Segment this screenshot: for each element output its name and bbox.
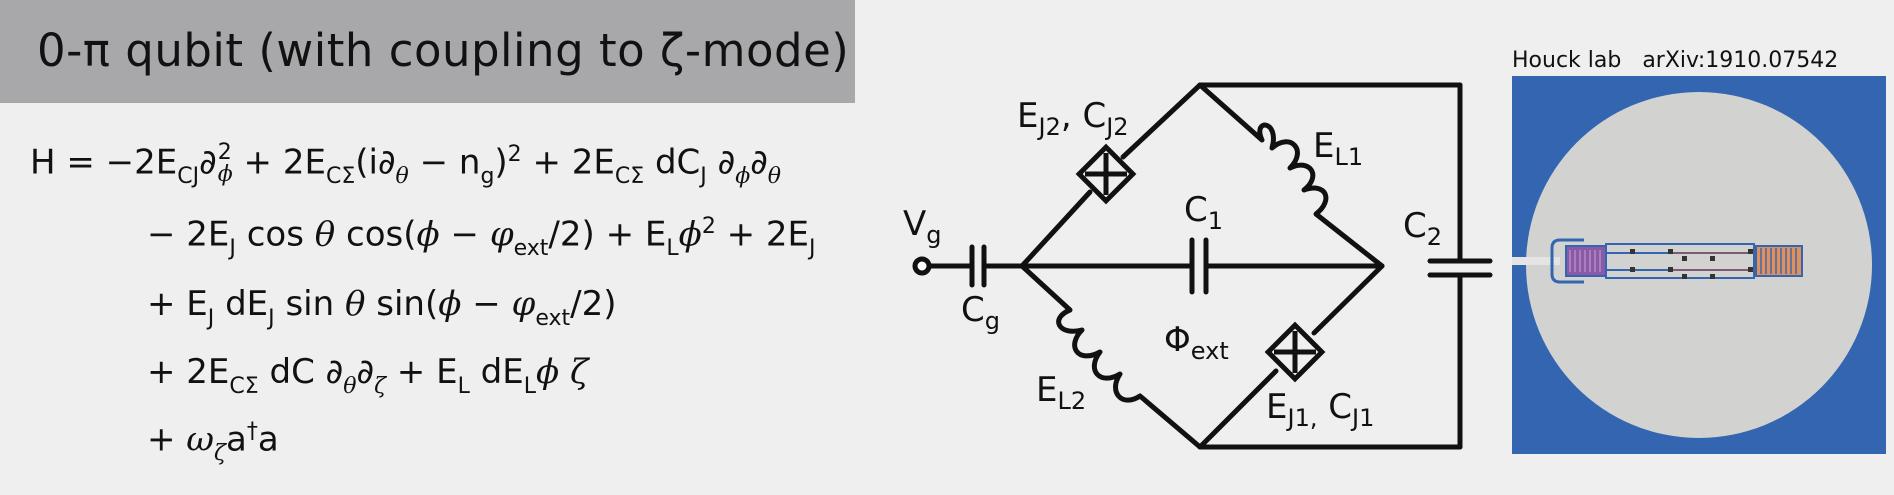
label-c1: C1 (1184, 190, 1224, 235)
wire-right-lower-b (1197, 368, 1279, 450)
hamiltonian-line-4: + 2ECΣ dC ∂θ∂ζ + EL dELϕ ζ (147, 352, 589, 399)
credit-lab: Houck lab (1512, 48, 1622, 73)
wafer-disk (1526, 92, 1872, 438)
label-el1: EL1 (1313, 126, 1364, 171)
label-vg: Vg (903, 204, 942, 249)
label-ej1-cj1: EJ1, CJ1 (1266, 387, 1375, 432)
label-phi-ext: Φext (1164, 320, 1229, 365)
label-el2: EL2 (1036, 370, 1087, 415)
credit-line: Houck lab arXiv:1910.07542 (1512, 48, 1838, 73)
feedline (1512, 257, 1560, 265)
inductor-el2 (1019, 263, 1203, 450)
wire-left-upper-b (1120, 82, 1203, 160)
rail-outer (1605, 243, 1755, 279)
hamiltonian-line-5: + ωζa†a (147, 419, 279, 467)
page-title: 0-π qubit (with coupling to ζ-mode) (37, 24, 850, 77)
inductor-el1 (1197, 82, 1385, 269)
credit-arxiv: arXiv:1910.07542 (1642, 48, 1839, 73)
wire-right-lower-a (1311, 263, 1385, 336)
junction-j2 (1075, 143, 1137, 205)
label-cg: Cg (961, 290, 1000, 335)
right-pad (1755, 245, 1803, 277)
label-ej2-cj2: EJ2, CJ2 (1017, 96, 1129, 141)
junction-j1 (1264, 321, 1326, 383)
left-pad-outline (1550, 238, 1584, 284)
left-pad (1565, 245, 1607, 277)
wire-left-upper-a (1019, 189, 1093, 269)
title-banner: 0-π qubit (with coupling to ζ-mode) (0, 0, 855, 103)
device-photo (1512, 76, 1886, 454)
hamiltonian-line-3: + EJ dEJ sin θ sin(ϕ − φext/2) (147, 284, 617, 331)
label-c2: C2 (1403, 206, 1443, 251)
hamiltonian-line-2: − 2EJ cos θ cos(ϕ − φext/2) + ELϕ2 + 2EJ (147, 214, 816, 262)
